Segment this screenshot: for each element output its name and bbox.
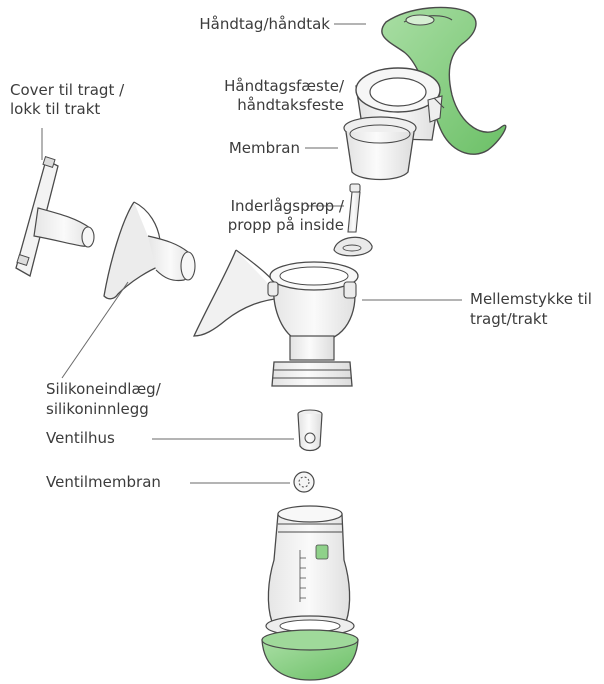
label-membrane: Membran bbox=[229, 139, 300, 158]
label-silicone-insert-line1: Silikoneindlæg/ bbox=[46, 380, 161, 399]
funnel-cover-part bbox=[16, 157, 94, 276]
label-funnel-cover-line1: Cover til tragt / bbox=[10, 81, 124, 100]
label-funnel-cover-line2: lokk til trakt bbox=[10, 100, 100, 119]
label-handle-mount-line1: Håndtagsfæste/ bbox=[224, 77, 344, 96]
connector-body-part bbox=[194, 250, 358, 386]
bottle-part bbox=[266, 506, 354, 636]
label-inner-stopper-line2: propp på inside bbox=[228, 216, 344, 235]
label-handle-mount-line2: håndtaksfeste bbox=[237, 96, 344, 115]
label-valve-membrane: Ventilmembran bbox=[46, 473, 161, 492]
label-valve-housing: Ventilhus bbox=[46, 429, 115, 448]
valve-housing-part bbox=[298, 410, 322, 451]
label-handle: Håndtag/håndtak bbox=[199, 15, 330, 34]
membrane-part bbox=[344, 117, 416, 180]
bottle-base-part bbox=[262, 630, 358, 680]
label-connector-line2: tragt/trakt bbox=[470, 310, 548, 329]
label-connector-line1: Mellemstykke til bbox=[470, 290, 592, 309]
silicone-insert-part bbox=[104, 202, 195, 299]
label-inner-stopper-line1: Inderlågsprop / bbox=[231, 197, 344, 216]
label-silicone-insert-line2: silikoninnlegg bbox=[46, 400, 149, 419]
valve-membrane-part bbox=[294, 472, 314, 492]
